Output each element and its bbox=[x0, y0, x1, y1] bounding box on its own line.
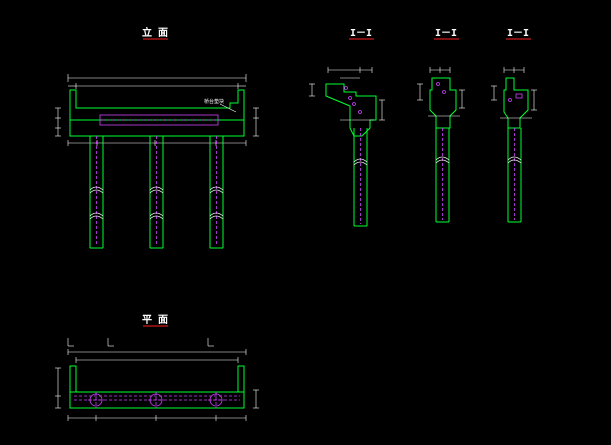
plan-side-dimensions bbox=[55, 367, 259, 409]
section-2-outline bbox=[429, 77, 457, 129]
plan-top-dimensions bbox=[67, 349, 247, 363]
elevation-view: 立 面 bbox=[55, 26, 259, 249]
section-1-outline bbox=[325, 83, 377, 137]
plan-pier-left bbox=[88, 392, 104, 408]
section-2-title: I－I bbox=[435, 28, 457, 39]
section-view-3: I－I bbox=[491, 28, 537, 223]
section-1-pier bbox=[353, 128, 368, 227]
section-2-dimensions bbox=[417, 67, 465, 109]
elevation-side-dimensions bbox=[55, 107, 259, 137]
section-2-pier bbox=[435, 128, 450, 223]
plan-pier-right bbox=[208, 392, 224, 408]
plan-view: 平 面 bbox=[55, 314, 259, 421]
cap-beam: 桥台垫块 bbox=[69, 89, 245, 137]
pier-left bbox=[89, 136, 104, 249]
section-view-1: I－I bbox=[309, 28, 385, 227]
plan-section-markers bbox=[67, 338, 214, 347]
elevation-top-dimensions bbox=[67, 74, 247, 89]
plan-pier-middle bbox=[148, 392, 164, 408]
plan-title: 平 面 bbox=[142, 314, 168, 326]
elevation-title: 立 面 bbox=[142, 26, 168, 39]
plan-outline bbox=[69, 365, 245, 409]
section-3-pier bbox=[507, 128, 522, 223]
section-3-title: I－I bbox=[507, 28, 529, 39]
pier-middle bbox=[149, 136, 164, 249]
section-3-dimensions bbox=[491, 67, 537, 111]
cap-beam-rebar-cage bbox=[99, 114, 219, 126]
elevation-note: 桥台垫块 bbox=[204, 98, 224, 105]
section-1-dimensions bbox=[309, 67, 385, 121]
plan-bottom-dimensions bbox=[67, 415, 247, 421]
section-1-title: I－I bbox=[350, 28, 372, 39]
section-3-outline bbox=[503, 77, 529, 129]
elevation-bottom-dimensions bbox=[67, 140, 247, 146]
pier-right bbox=[209, 136, 224, 249]
section-view-2: I－I bbox=[417, 28, 465, 223]
